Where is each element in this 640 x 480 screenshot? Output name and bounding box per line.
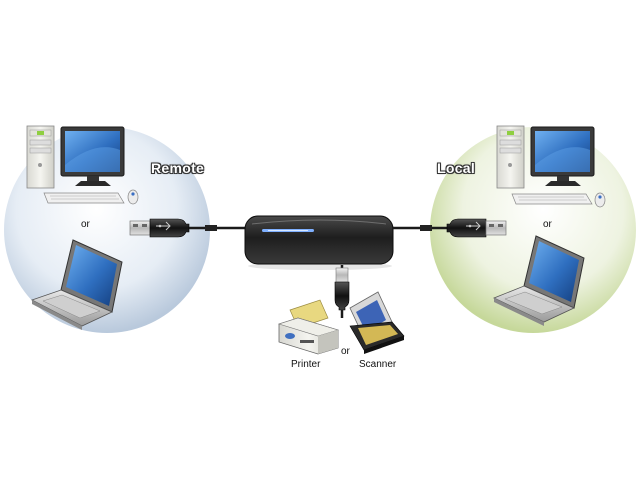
desktop-pc-icon <box>496 125 595 205</box>
desktop-pc-icon <box>26 125 125 204</box>
printer-label: Printer <box>291 359 321 370</box>
remote-circle <box>4 127 210 333</box>
local-circle <box>430 127 636 333</box>
left-cable-ferrite <box>205 225 217 231</box>
usb-plug-icon <box>446 218 507 238</box>
laptop-icon <box>493 235 585 326</box>
laptop-icon <box>30 239 123 330</box>
scanner-icon <box>349 291 405 354</box>
right-cable-ferrite <box>420 225 432 231</box>
printer-icon <box>277 299 340 355</box>
or-label-middle: or <box>341 346 350 357</box>
scanner-label: Scanner <box>359 359 397 370</box>
usb-plug-icon <box>334 267 350 318</box>
usb-plug-icon <box>129 218 190 238</box>
mouse-icon <box>127 189 139 205</box>
or-label-right: or <box>543 219 552 230</box>
mouse-icon <box>594 192 606 208</box>
or-label-left: or <box>81 219 90 230</box>
remote-label: Remote <box>151 160 205 176</box>
local-label: Local <box>437 160 476 176</box>
usb-hub-device-icon <box>244 215 394 270</box>
